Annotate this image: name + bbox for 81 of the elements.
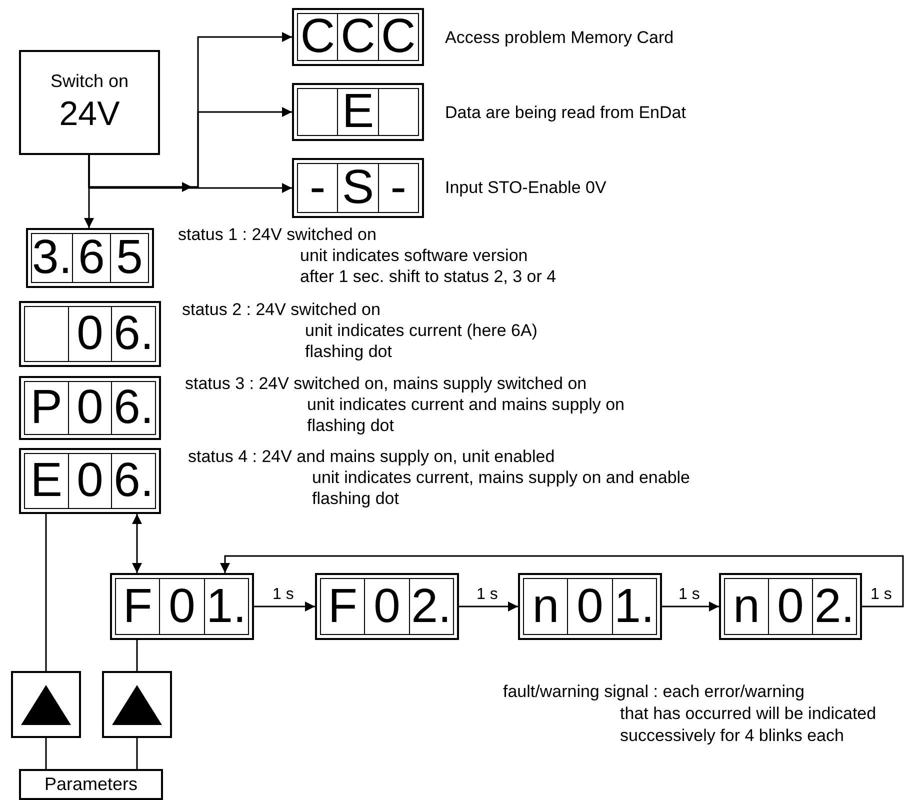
- segment-display: [292, 8, 424, 66]
- display-digit: 3.: [32, 234, 72, 282]
- segment-display: [292, 158, 424, 218]
- display-digit: 6.: [114, 310, 154, 358]
- description-text: status 3 : 24V switched on, mains supply switched on: [185, 373, 588, 394]
- segment-display: [110, 573, 254, 640]
- display-digit: 2.: [814, 582, 855, 630]
- segment-display: [19, 376, 161, 440]
- button-box: [11, 671, 81, 738]
- connector-line: [45, 514, 47, 671]
- display-digit: 1.: [206, 582, 246, 630]
- connector-line: [45, 738, 47, 769]
- process-box: [19, 769, 163, 800]
- display-digit: 0: [576, 582, 604, 630]
- segment-display: [315, 573, 459, 640]
- display-digit: 6.: [114, 457, 154, 505]
- display-digit: -: [390, 164, 406, 212]
- description-text: unit indicates current and mains supply on: [307, 394, 625, 415]
- display-digit: C: [380, 13, 416, 61]
- edge-label: 1 s: [476, 586, 498, 602]
- display-digit: F: [328, 582, 358, 630]
- display-digit: F: [123, 582, 152, 630]
- description-text: flashing dot: [305, 341, 393, 362]
- display-digit: C: [300, 13, 335, 61]
- button-box: [102, 671, 172, 738]
- display-digit: 0: [76, 310, 104, 358]
- display-digit: 6: [78, 234, 105, 282]
- description-text: unit indicates software version: [300, 245, 529, 266]
- arrow: [662, 602, 719, 612]
- segment-display: [26, 228, 154, 288]
- arrow: [132, 514, 142, 573]
- display-digit: 0: [168, 582, 196, 630]
- description-text: status 2 : 24V switched on: [182, 299, 382, 320]
- box-text: 24V: [59, 94, 120, 134]
- display-digit: 0: [76, 457, 104, 505]
- display-digit: P: [30, 384, 62, 432]
- description-text: Access problem Memory Card: [445, 28, 674, 48]
- connector-line: [136, 738, 138, 769]
- description-text: unit indicates current, mains supply on and enable: [312, 467, 690, 488]
- description-text: Input STO-Enable 0V: [445, 178, 606, 198]
- display-digit: n: [532, 582, 560, 630]
- segment-display: [19, 448, 161, 514]
- segment-display: [19, 301, 161, 367]
- arrow: [220, 555, 904, 608]
- connector-line: [136, 640, 138, 671]
- arrow: [254, 602, 315, 612]
- display-digit: 0: [374, 582, 400, 630]
- display-digit: 5: [116, 234, 143, 282]
- segment-display: [518, 573, 662, 640]
- box-text: Parameters: [44, 773, 138, 796]
- display-digit: n: [733, 582, 760, 630]
- edge-label: 1 s: [272, 586, 294, 602]
- description-text: status 4 : 24V and mains supply on, unit enabled: [188, 446, 556, 467]
- display-digit: 1.: [614, 582, 654, 630]
- description-text: flashing dot: [307, 415, 395, 436]
- arrow: [88, 107, 292, 188]
- display-digit: S: [342, 164, 374, 212]
- process-box: [19, 50, 160, 155]
- box-text: Switch on: [50, 70, 129, 92]
- display-digit: 2.: [411, 582, 452, 630]
- description-text: flashing dot: [312, 488, 400, 509]
- description-text: after 1 sec. shift to status 2, 3 or 4: [300, 266, 556, 287]
- arrow: [459, 602, 518, 612]
- display-digit: E: [342, 88, 374, 136]
- display-digit: 6.: [114, 384, 154, 432]
- note-text: that has occurred will be indicated: [620, 703, 876, 725]
- display-digit: 0: [777, 582, 804, 630]
- description-text: Data are being read from EnDat: [445, 103, 686, 123]
- edge-label: 1 s: [870, 586, 892, 602]
- description-text: unit indicates current (here 6A): [305, 320, 538, 341]
- segment-display: [719, 573, 862, 640]
- note-text: successively for 4 blinks each: [620, 725, 845, 747]
- arrow: [88, 155, 292, 193]
- display-digit: C: [340, 13, 376, 61]
- segment-display: [292, 83, 424, 141]
- note-text: fault/warning signal : each error/warning: [503, 681, 806, 703]
- edge-label: 1 s: [678, 586, 700, 602]
- description-text: status 1 : 24V switched on: [178, 224, 378, 245]
- display-digit: E: [30, 457, 62, 505]
- display-digit: 0: [76, 384, 104, 432]
- display-digit: -: [310, 164, 326, 212]
